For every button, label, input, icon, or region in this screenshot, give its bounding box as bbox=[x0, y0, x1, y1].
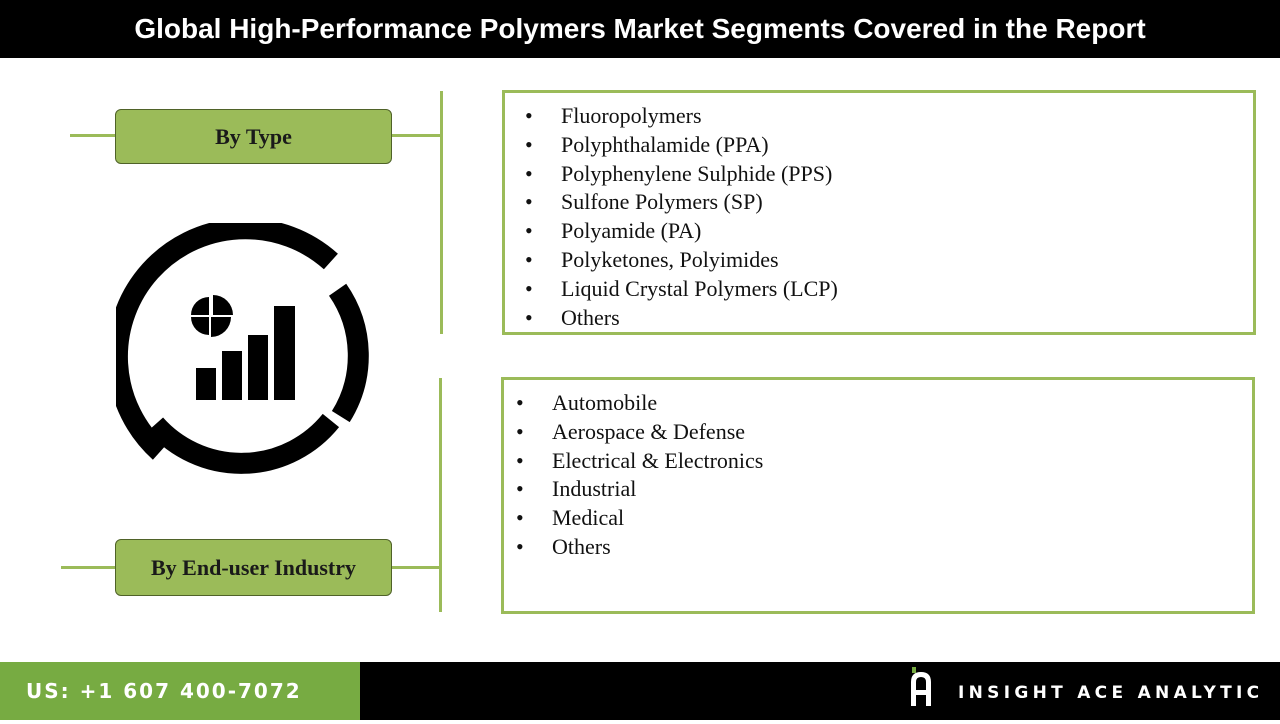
bullet-icon: • bbox=[516, 390, 524, 415]
bullet-icon: • bbox=[516, 476, 524, 502]
type-connector-right bbox=[390, 134, 442, 137]
list-item-text: Others bbox=[561, 304, 620, 330]
enduser-connector-left bbox=[61, 566, 117, 569]
bullet-icon: • bbox=[525, 304, 533, 330]
list-item-text: Electrical & Electronics bbox=[552, 447, 764, 473]
list-item-text: Industrial bbox=[552, 476, 637, 502]
bullet-icon: • bbox=[525, 246, 533, 272]
bullet-icon: • bbox=[525, 275, 533, 301]
segment-label-text: By Type bbox=[215, 123, 292, 149]
bullet-icon: • bbox=[525, 160, 533, 186]
contact-phone-bar: US: +1 607 400-7072 bbox=[0, 662, 360, 720]
list-item-text: Fluoropolymers bbox=[561, 103, 702, 128]
list-item-text: Polyphenylene Sulphide (PPS) bbox=[561, 160, 833, 186]
bullet-icon: • bbox=[525, 218, 533, 244]
bullet-icon: • bbox=[525, 131, 533, 157]
segment-label-by-type: By Type bbox=[115, 109, 392, 164]
bullet-icon: • bbox=[516, 505, 524, 531]
segment-label-text: By End-user Industry bbox=[151, 554, 356, 580]
analytics-chart-icon bbox=[116, 223, 369, 474]
insight-ace-logo-icon bbox=[911, 667, 931, 706]
list-item-text: Others bbox=[552, 533, 611, 559]
bullet-icon: • bbox=[525, 103, 533, 128]
list-item-text: Automobile bbox=[552, 390, 658, 415]
contact-phone: US: +1 607 400-7072 bbox=[26, 679, 302, 703]
type-bracket-line bbox=[440, 91, 443, 334]
type-segment-list-box: • Fluoropolymers • Polyphthalamide (PPA) •… bbox=[502, 90, 1256, 335]
enduser-bracket-line bbox=[439, 378, 442, 612]
page-title-bar: Global High-Performance Polymers Market … bbox=[0, 0, 1280, 58]
brand-name: INSIGHT ACE ANALYTIC bbox=[958, 683, 1264, 703]
enduser-connector-right bbox=[390, 566, 442, 569]
segment-label-by-end-user: By End-user Industry bbox=[115, 539, 392, 596]
brand-bar: INSIGHT ACE ANALYTIC bbox=[360, 662, 1280, 720]
enduser-segment-list-box: • Automobile • Aerospace & Defense • Electr… bbox=[501, 377, 1255, 614]
list-item-text: Polyketones, Polyimides bbox=[561, 246, 779, 272]
bullet-icon: • bbox=[525, 189, 533, 215]
list-item-text: Polyphthalamide (PPA) bbox=[561, 131, 769, 157]
bullet-icon: • bbox=[516, 533, 524, 559]
list-item-text: Aerospace & Defense bbox=[552, 418, 746, 444]
list-item-text: Medical bbox=[552, 505, 625, 531]
bullet-icon: • bbox=[516, 447, 524, 473]
type-connector-left bbox=[70, 134, 117, 137]
page-title: Global High-Performance Polymers Market … bbox=[134, 13, 1146, 44]
list-item-text: Polyamide (PA) bbox=[561, 218, 702, 244]
list-item-text: Sulfone Polymers (SP) bbox=[561, 189, 763, 215]
bullet-icon: • bbox=[516, 418, 524, 444]
list-item-text: Liquid Crystal Polymers (LCP) bbox=[561, 275, 838, 301]
